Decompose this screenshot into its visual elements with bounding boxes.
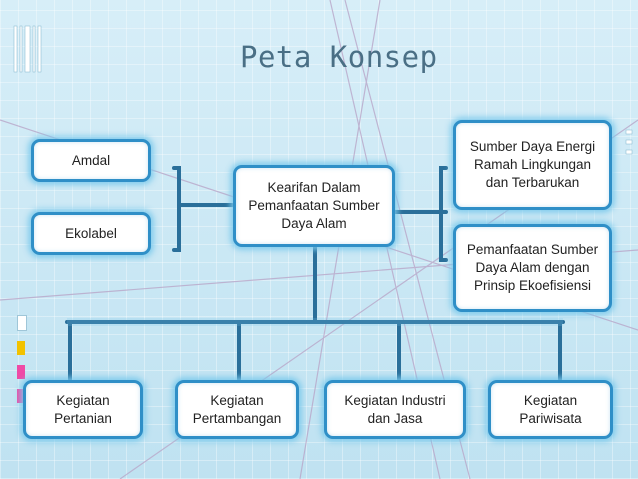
energi-node-label: Sumber Daya Energi Ramah Lingkungan dan …	[469, 139, 596, 190]
ekoefisiensi-node-label: Pemanfaatan Sumber Daya Alam dengan Prin…	[466, 242, 599, 293]
pariwisata-node-label: Kegiatan Pariwisata	[519, 392, 582, 426]
page-title: Peta Konsep	[240, 40, 438, 74]
pertanian-node-label: Kegiatan Pertanian	[54, 392, 112, 426]
pertambangan-node-label: Kegiatan Pertambangan	[192, 392, 282, 426]
industri-node-label: Kegiatan Industri dan Jasa	[344, 392, 446, 426]
center-node-label: Kearifan Dalam Pemanfaatan Sumber Daya A…	[248, 180, 380, 231]
ekoefisiensi-node: Pemanfaatan Sumber Daya Alam dengan Prin…	[453, 224, 612, 312]
pariwisata-node: Kegiatan Pariwisata	[488, 380, 613, 439]
ekolabel-node-label: Ekolabel	[65, 225, 117, 241]
pertanian-node: Kegiatan Pertanian	[23, 380, 143, 439]
energi-node: Sumber Daya Energi Ramah Lingkungan dan …	[453, 120, 612, 210]
amdal-node: Amdal	[31, 139, 151, 182]
industri-node: Kegiatan Industri dan Jasa	[324, 380, 466, 439]
ekolabel-node: Ekolabel	[31, 212, 151, 255]
side-color-marks	[17, 315, 27, 413]
center-node: Kearifan Dalam Pemanfaatan Sumber Daya A…	[233, 165, 395, 247]
pertambangan-node: Kegiatan Pertambangan	[175, 380, 299, 439]
amdal-node-label: Amdal	[71, 152, 111, 168]
